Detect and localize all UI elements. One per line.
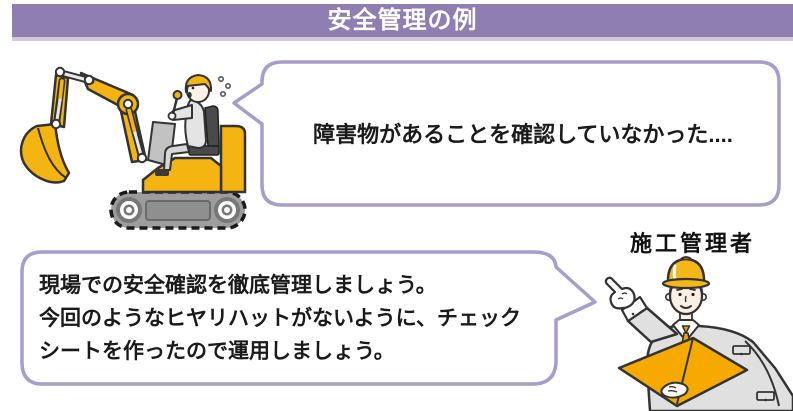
excavator-bucket	[19, 122, 71, 184]
manager-hardhat-icon	[661, 256, 711, 290]
excavator-tracks	[109, 190, 247, 230]
operator-helmet-icon	[184, 74, 213, 93]
pointing-hand-icon	[604, 276, 636, 310]
manager-illustration	[604, 256, 793, 411]
manager-speech-text: 現場での安全確認を徹底管理しましょう。 今回のようなヒヤリハットがないように、チ…	[39, 273, 521, 363]
excavator-operator	[155, 74, 232, 176]
control-lever-knob	[172, 90, 183, 100]
manager-role-label: 施工管理者	[630, 231, 756, 256]
speech-bubble-outline	[232, 60, 781, 207]
pointing-arm	[604, 276, 679, 344]
title-bar: 安全管理の例	[12, 4, 793, 41]
manager-speech-bubble: 現場での安全確認を徹底管理しましょう。 今回のようなヒヤリハットがないように、チ…	[15, 245, 615, 391]
orange-folder	[617, 336, 749, 408]
excavator-arm	[49, 70, 148, 164]
operator-speech-bubble: 障害物があることを確認していなかった....	[230, 58, 786, 210]
excavator-operator-illustration	[19, 66, 247, 230]
arm-joint-pins	[50, 66, 148, 164]
page-title: 安全管理の例	[327, 7, 478, 34]
speech-bubble-outline	[20, 250, 597, 386]
holding-hand	[660, 381, 689, 399]
sweat-drops-icon	[218, 75, 232, 97]
operator-speech-text: 障害物があることを確認していなかった....	[313, 122, 733, 147]
